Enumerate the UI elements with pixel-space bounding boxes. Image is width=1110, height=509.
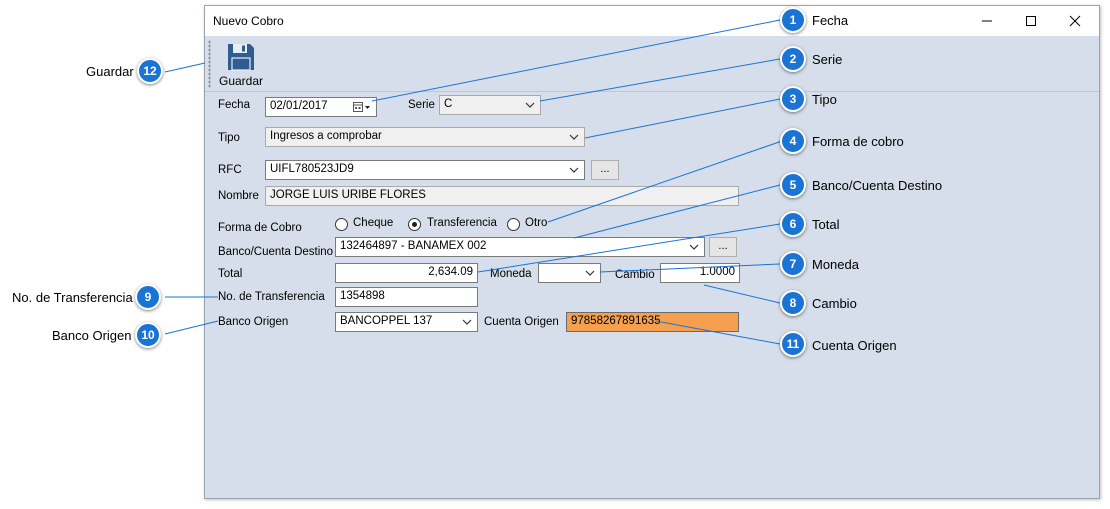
serie-combobox[interactable]: C — [439, 95, 541, 115]
nombre-label: Nombre — [218, 190, 259, 202]
chevron-down-icon — [689, 244, 699, 250]
leader-line-8 — [703, 284, 781, 304]
banco-destino-search-button[interactable]: ... — [709, 237, 737, 257]
callout-1-badge: 1 — [780, 7, 806, 33]
callout-5-badge: 5 — [780, 172, 806, 198]
tipo-value: Ingresos a comprobar — [270, 130, 382, 142]
maximize-button[interactable] — [1009, 6, 1053, 36]
serie-value: C — [444, 98, 453, 110]
moneda-label: Moneda — [490, 268, 532, 280]
minimize-button[interactable] — [965, 6, 1009, 36]
radio-transferencia[interactable] — [408, 218, 421, 231]
callout-9-badge: 9 — [135, 284, 161, 310]
leader-line-3 — [584, 98, 781, 139]
radio-otro[interactable] — [507, 218, 520, 231]
callout-2-badge: 2 — [780, 46, 806, 72]
callout-12-badge: 12 — [137, 58, 163, 84]
callout-10-text: Banco Origen — [52, 328, 132, 343]
serie-label: Serie — [408, 99, 435, 111]
window-title: Nuevo Cobro — [213, 14, 284, 28]
leader-line-4 — [547, 140, 783, 223]
banco-destino-value: 132464897 - BANAMEX 002 — [340, 240, 487, 252]
radio-cheque[interactable] — [335, 218, 348, 231]
callout-11-text: Cuenta Origen — [812, 338, 897, 353]
forma-cobro-radio-group: Cheque Transferencia Otro — [335, 216, 575, 234]
callout-10-badge: 10 — [135, 322, 161, 348]
save-button[interactable]: Guardar — [211, 38, 265, 90]
fecha-value: 02/01/2017 — [270, 100, 328, 112]
banco-origen-value: BANCOPPEL 137 — [340, 315, 433, 327]
callout-8-text: Cambio — [812, 296, 857, 311]
fecha-datepicker[interactable]: 02/01/2017 — [265, 97, 377, 117]
callout-3-text: Tipo — [812, 92, 837, 107]
banco-origen-label: Banco Origen — [218, 316, 289, 328]
moneda-combobox[interactable] — [538, 263, 601, 283]
total-field[interactable]: 2,634.09 — [335, 263, 478, 283]
forma-cobro-label: Forma de Cobro — [218, 222, 302, 234]
banco-origen-combobox[interactable]: BANCOPPEL 137 — [335, 312, 478, 332]
callout-5-text: Banco/Cuenta Destino — [812, 178, 943, 193]
chevron-down-icon — [569, 167, 579, 173]
close-button[interactable] — [1053, 6, 1097, 36]
transferencia-label: No. de Transferencia — [218, 291, 325, 303]
leader-line-7 — [599, 263, 781, 273]
close-icon — [1069, 15, 1081, 27]
leader-line-11 — [655, 320, 781, 345]
leader-line-1 — [371, 19, 781, 102]
cuenta-origen-label: Cuenta Origen — [484, 316, 559, 328]
rfc-label: RFC — [218, 164, 242, 176]
callout-4-badge: 4 — [780, 128, 806, 154]
callout-1-text: Fecha — [812, 13, 849, 28]
callout-7-text: Moneda — [812, 257, 859, 272]
save-label: Guardar — [219, 74, 264, 88]
toolbar-grip — [208, 40, 211, 88]
banco-destino-label: Banco/Cuenta Destino — [218, 246, 334, 258]
banco-destino-combobox[interactable]: 132464897 - BANAMEX 002 — [335, 237, 705, 257]
callout-6-text: Total — [812, 217, 840, 232]
maximize-icon — [1026, 16, 1036, 26]
tipo-label: Tipo — [218, 132, 240, 144]
chevron-down-icon — [569, 134, 579, 140]
chevron-down-icon — [525, 102, 535, 108]
rfc-value: UIFL780523JD9 — [270, 163, 354, 175]
callout-12-text: Guardar — [86, 64, 134, 79]
nuevo-cobro-window: Nuevo Cobro Guardar Fecha 02/01/2017 — [204, 5, 1100, 499]
callout-3-badge: 3 — [780, 86, 806, 112]
radio-transferencia-label[interactable]: Transferencia — [427, 217, 497, 229]
callout-7-badge: 7 — [780, 251, 806, 277]
leader-line-6 — [477, 223, 781, 273]
callout-8-badge: 8 — [780, 290, 806, 316]
radio-otro-label[interactable]: Otro — [525, 217, 548, 229]
fecha-label: Fecha — [218, 99, 250, 111]
nombre-field[interactable]: JORGE LUIS URIBE FLORES — [265, 186, 739, 206]
leader-line-5 — [573, 184, 781, 239]
leader-line-2 — [539, 58, 781, 102]
callout-11-badge: 11 — [780, 331, 806, 357]
callout-9-text: No. de Transferencia — [12, 290, 133, 305]
rfc-combobox[interactable]: UIFL780523JD9 — [265, 160, 585, 180]
chevron-down-icon — [585, 270, 595, 276]
callout-2-text: Serie — [812, 52, 843, 67]
callout-4-text: Forma de cobro — [812, 134, 904, 149]
floppy-disk-icon — [228, 44, 254, 71]
tipo-combobox[interactable]: Ingresos a comprobar — [265, 127, 585, 147]
minimize-icon — [982, 20, 992, 22]
leader-line-12 — [164, 62, 206, 73]
rfc-search-button[interactable]: ... — [591, 160, 619, 180]
callout-6-badge: 6 — [780, 211, 806, 237]
cuenta-origen-field[interactable]: 97858267891635 — [566, 312, 739, 332]
radio-cheque-label[interactable]: Cheque — [353, 217, 394, 229]
title-bar: Nuevo Cobro — [205, 6, 1099, 36]
total-label: Total — [218, 268, 243, 280]
transferencia-field[interactable]: 1354898 — [335, 287, 478, 307]
cambio-label: Cambio — [615, 269, 655, 281]
chevron-down-icon — [462, 319, 472, 325]
leader-line-10 — [164, 320, 219, 335]
calendar-icon[interactable] — [353, 102, 371, 113]
